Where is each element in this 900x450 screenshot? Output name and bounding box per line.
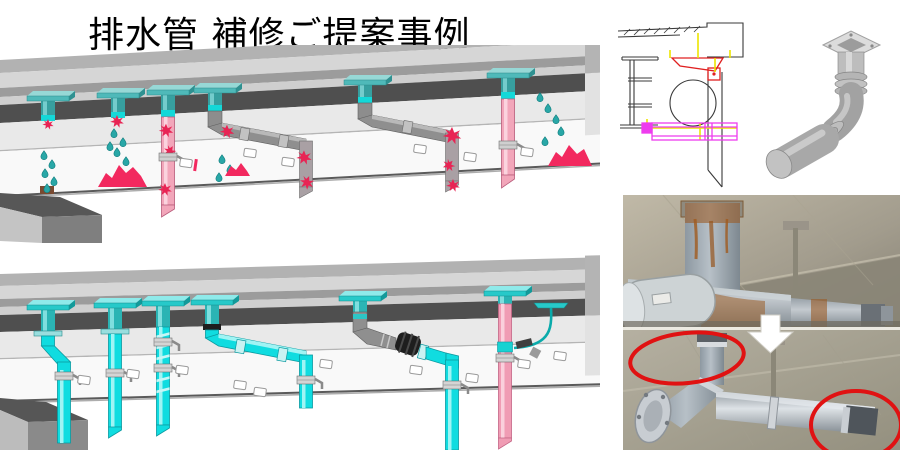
deck-end-face [585, 255, 600, 316]
repaired-offset-pipe [26, 299, 91, 444]
pipe-seal-ring [203, 324, 221, 330]
deck-dark-band [0, 72, 600, 123]
girder-web-upper [0, 90, 600, 150]
photo-after [623, 330, 900, 450]
highlight-ellipse [628, 330, 746, 386]
damaged-pipe-cracked [146, 84, 196, 218]
flexible-joint-pipe [338, 290, 479, 450]
damaged-offset-pipe [343, 74, 477, 193]
photo-before-after-panel [623, 195, 900, 450]
cad-drain-red [670, 57, 725, 81]
photo-before [623, 195, 900, 327]
repaired-pipes [26, 285, 569, 450]
hanger-rod [771, 343, 776, 405]
hanger-bracket [783, 221, 809, 230]
lined-pink-pipe [483, 285, 533, 450]
pipe-3d-render [765, 30, 882, 179]
horizontal-new-pipe [716, 391, 875, 435]
repaired-offset-pipe [190, 294, 333, 409]
damaged-pipe-cracked [486, 67, 536, 189]
thin-drain-hose [513, 302, 569, 362]
hanger-rod [793, 228, 798, 300]
deck-dark-band [0, 298, 600, 332]
new-pipe-assembly [634, 333, 879, 444]
end-socket [843, 405, 879, 436]
down-arrow-icon [746, 314, 795, 354]
highlight-ellipse [809, 389, 900, 450]
cad-detail-panel [600, 0, 900, 195]
cad-pipe-magenta [641, 122, 738, 141]
rusted-vertical-pipe [680, 200, 744, 299]
damaged-pipe-stub [96, 87, 146, 128]
diagram-damaged-drainage [0, 45, 600, 243]
ceiling-socket [697, 333, 727, 342]
leak-puddles [98, 145, 592, 187]
repaired-straight-pipe [93, 297, 143, 439]
drain-opening [837, 38, 866, 52]
hose-nozzle [515, 338, 533, 349]
pier-block [0, 398, 88, 450]
leak-puddle [548, 145, 592, 166]
leak-puddle [225, 163, 250, 176]
damaged-offset-pipe [193, 82, 316, 199]
flexible-joint [395, 331, 421, 358]
drain-funnels-damaged [26, 67, 536, 218]
insulated-end-cap [623, 273, 716, 327]
girder-web-upper [0, 315, 600, 359]
leak-puddle [98, 165, 147, 187]
diagram-repaired-drainage [0, 255, 600, 450]
spiral-wrapped-pipe [141, 295, 191, 437]
deck-end-face [585, 45, 600, 74]
damaged-pipe-stub [26, 90, 76, 130]
